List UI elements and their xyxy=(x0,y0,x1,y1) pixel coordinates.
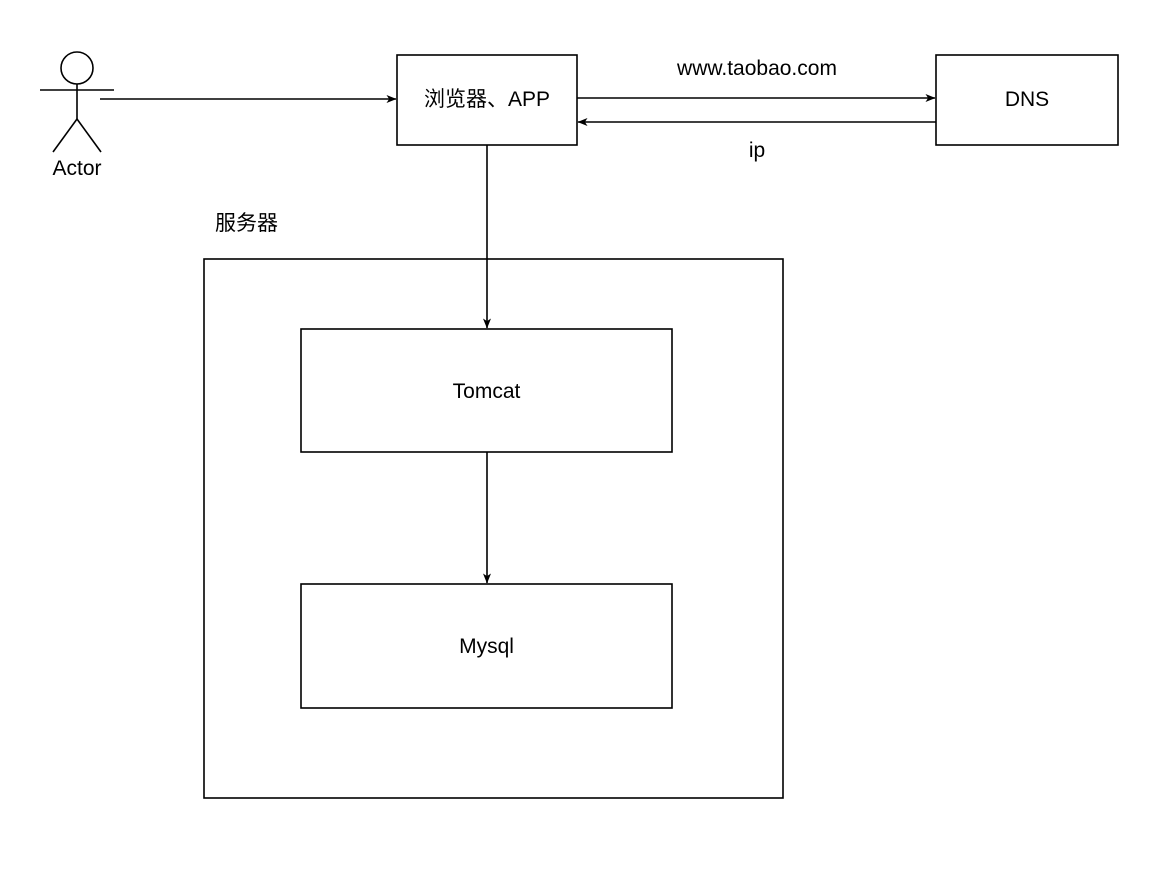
edge-label-www-taobao-com: www.taobao.com xyxy=(677,57,837,80)
edge-label-ip: ip xyxy=(748,139,766,162)
mysql-node-box[interactable] xyxy=(300,583,673,709)
server-group-label: 服务器 xyxy=(215,212,278,235)
dns-node-box[interactable] xyxy=(935,54,1119,146)
actor-label: Actor xyxy=(52,157,102,180)
browser-node-box[interactable] xyxy=(396,54,578,146)
tomcat-node-box[interactable] xyxy=(300,328,673,453)
stick-figure-actor-icon xyxy=(40,51,114,153)
